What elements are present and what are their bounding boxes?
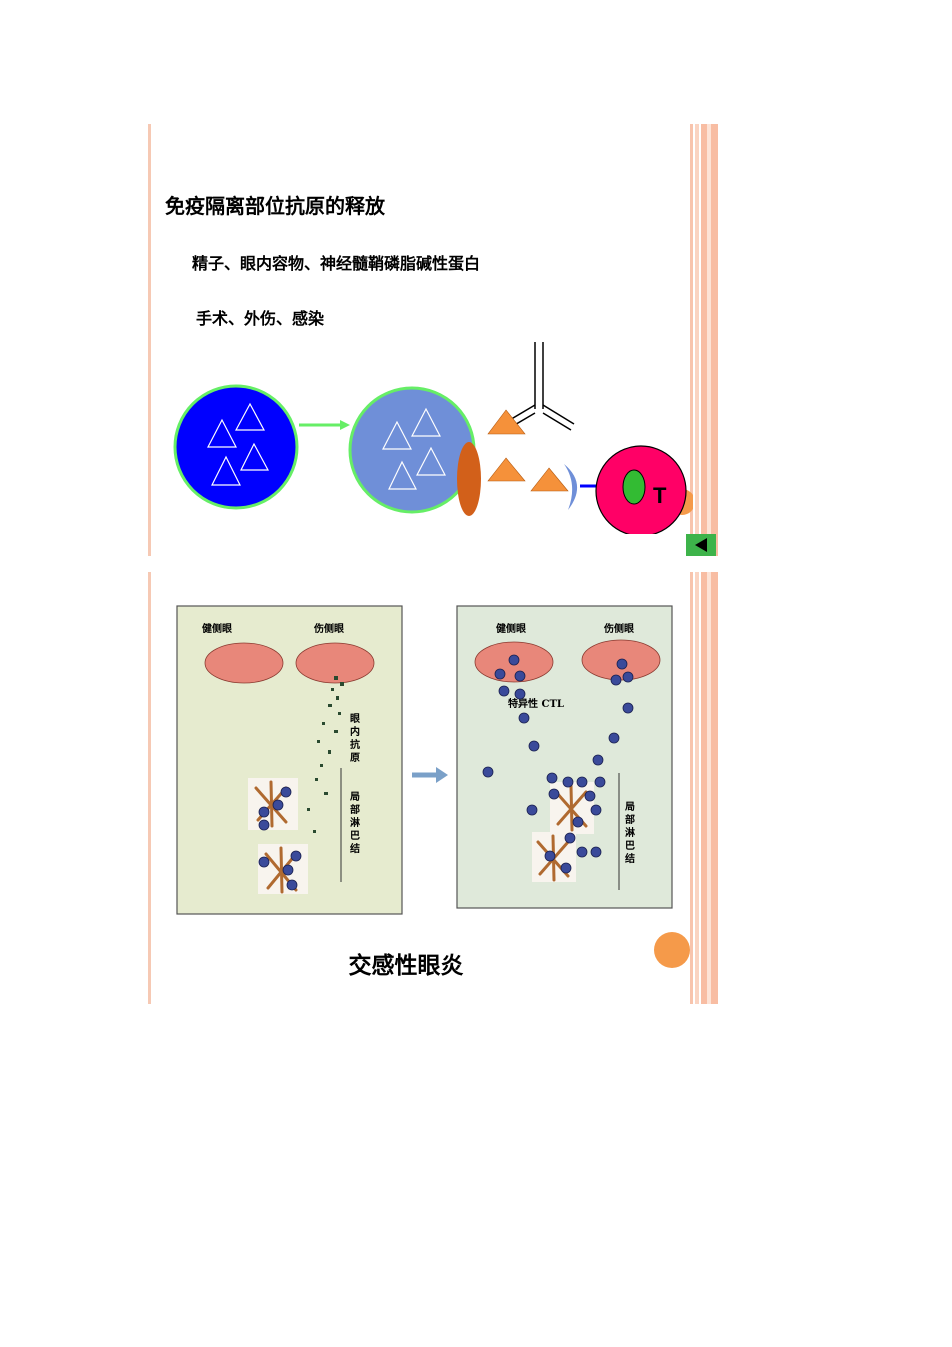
label-healthy-eye-right: 健侧眼	[496, 622, 526, 635]
slide-caption: 交感性眼炎	[348, 953, 464, 979]
svg-text:淋: 淋	[350, 816, 360, 829]
antibody-icon	[502, 342, 575, 431]
healthy-eye	[204, 642, 284, 684]
slide-left-rule	[148, 124, 151, 556]
svg-text:结: 结	[350, 842, 360, 855]
svg-text:巴: 巴	[350, 830, 360, 842]
antigen-sources-text: 精子、眼内容物、神经髓鞘磷脂碱性蛋白	[192, 254, 481, 273]
svg-text:眼: 眼	[350, 713, 360, 725]
injured-eye	[295, 642, 375, 684]
ctl-cells	[482, 654, 634, 874]
t-cell-label: T	[653, 483, 667, 508]
svg-text:抗: 抗	[350, 738, 360, 751]
antigen-presenting-cell	[457, 442, 481, 516]
label-healthy-eye: 健侧眼	[202, 622, 232, 635]
svg-text:部: 部	[625, 813, 635, 826]
antigen-icon	[487, 409, 526, 435]
decor-stripe	[690, 572, 693, 1004]
slide-2: 健侧眼 伤侧眼 眼内抗原 局部淋巴结	[148, 572, 718, 1004]
antigen-release-diagram: T	[173, 342, 693, 534]
triangle-left-icon	[695, 538, 707, 552]
damaged-cell	[348, 386, 476, 514]
antigen-icon	[530, 467, 569, 492]
svg-text:结: 结	[625, 852, 635, 865]
svg-text:部: 部	[350, 803, 360, 816]
label-injured-eye: 伤侧眼	[313, 622, 344, 635]
svg-text:局: 局	[349, 791, 360, 803]
lymphocytes	[258, 786, 302, 891]
decor-stripe	[695, 124, 699, 556]
antigen-icon	[487, 457, 526, 482]
released-antigen-icon	[382, 407, 446, 490]
decor-stripe	[690, 124, 693, 556]
svg-text:内: 内	[350, 725, 360, 738]
svg-text:原: 原	[350, 752, 360, 764]
sequestered-antigen-icon	[207, 402, 270, 486]
t-cell-nucleus	[622, 469, 646, 505]
label-specific-ctl: 特异性 CTL	[508, 697, 564, 710]
slide-1: 免疫隔离部位抗原的释放 精子、眼内容物、神经髓鞘磷脂碱性蛋白 手术、外伤、感染	[148, 124, 718, 556]
orange-decor-circle	[654, 932, 690, 968]
slide-left-rule	[148, 572, 151, 1004]
t-cell-receptor	[564, 464, 578, 510]
label-injured-eye-right: 伤侧眼	[603, 622, 634, 635]
arrow-head-icon	[340, 420, 350, 430]
decor-stripe	[701, 572, 718, 1004]
svg-text:巴: 巴	[625, 840, 635, 852]
decor-stripe	[695, 572, 699, 1004]
svg-text:淋: 淋	[625, 826, 635, 839]
svg-text:局: 局	[624, 801, 635, 813]
arrow-head-icon	[436, 767, 448, 783]
release-causes-text: 手术、外伤、感染	[196, 309, 325, 328]
nav-back-button[interactable]	[686, 534, 716, 556]
slide-title: 免疫隔离部位抗原的释放	[165, 194, 385, 218]
decor-stripe	[701, 124, 718, 556]
